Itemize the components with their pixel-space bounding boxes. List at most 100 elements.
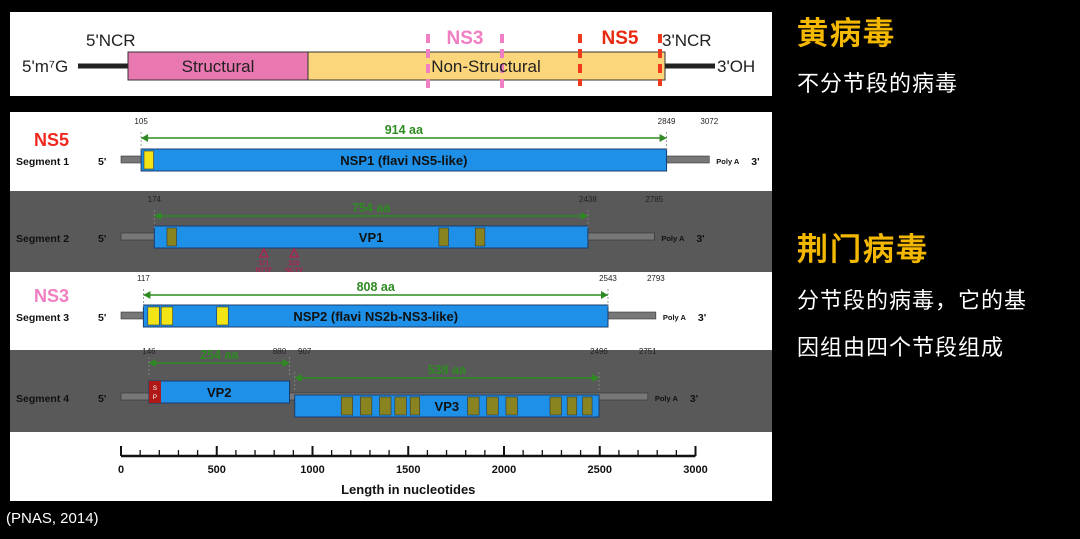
aa-span-head-right bbox=[580, 212, 588, 220]
total-length: 3072 bbox=[700, 117, 718, 126]
non-structural-region bbox=[307, 51, 666, 81]
protein-label: NSP2 (flavi NS2b-NS3-like) bbox=[293, 309, 458, 324]
x-tick-label: 500 bbox=[208, 464, 226, 476]
signal-peptide-s: S bbox=[153, 385, 158, 392]
vp2-aa-span-head-left bbox=[148, 359, 156, 367]
aa-span-head-left bbox=[143, 291, 151, 299]
motif-box bbox=[566, 396, 578, 416]
three-prime-label: 3' bbox=[696, 233, 704, 245]
vp2-end-coordinate: 880 bbox=[273, 347, 287, 356]
motif-box bbox=[160, 306, 174, 326]
x-tick-label: 1500 bbox=[396, 464, 420, 476]
motif-box bbox=[549, 396, 562, 416]
aa-span-label: 914 aa bbox=[385, 123, 424, 137]
glycosylation-site-icon bbox=[289, 247, 300, 258]
jingmen-genome-diagram: Segment 1 5' NSP1 (flavi NS5-like) Poly A 3'… bbox=[10, 112, 772, 501]
start-coordinate: 105 bbox=[134, 117, 148, 126]
motif-box bbox=[438, 227, 449, 247]
three-oh-label: 3'OH bbox=[717, 57, 755, 76]
vp2-label: VP2 bbox=[207, 385, 232, 400]
motif-box bbox=[340, 396, 354, 416]
motif-box bbox=[409, 396, 421, 416]
vp3-start-coordinate: 907 bbox=[298, 347, 312, 356]
x-tick-label: 1000 bbox=[300, 464, 324, 476]
site-position: 225 bbox=[289, 260, 300, 267]
segment-label: Segment 1 bbox=[16, 156, 69, 168]
poly-a-label: Poly A bbox=[655, 394, 679, 403]
start-coordinate: 174 bbox=[148, 195, 162, 204]
jingmen-description-line2: 因组由四个节段组成 bbox=[797, 336, 1005, 361]
structural-label: Structural bbox=[182, 57, 255, 76]
total-length: 2785 bbox=[645, 195, 663, 204]
glycosylation-site-icon bbox=[258, 247, 269, 258]
five-prime-label: 5' bbox=[98, 393, 106, 405]
orf-box bbox=[142, 304, 609, 328]
vp3-aa-span-head-left bbox=[294, 374, 302, 382]
flavivirus-genome-svg: 5'NCR 5'm⁷G Structural Non-Structural NS… bbox=[22, 28, 755, 90]
jingmen-description-line1: 分节段的病毒，它的基 bbox=[797, 289, 1028, 314]
five-prime-label: 5' bbox=[98, 156, 106, 168]
signal-peptide-box bbox=[148, 381, 161, 403]
segment-4-band bbox=[10, 350, 772, 432]
aa-span-head-right bbox=[600, 291, 608, 299]
three-prime-label: 3' bbox=[751, 156, 759, 168]
x-tick-label: 0 bbox=[118, 464, 124, 476]
three-prime-label: 3' bbox=[690, 393, 698, 405]
five-prime-label: 5' bbox=[98, 233, 106, 245]
motif-box bbox=[143, 150, 154, 170]
x-axis-label: Length in nucleotides bbox=[341, 482, 475, 497]
end-coordinate: 2438 bbox=[579, 195, 597, 204]
flavivirus-title: 黄病毒 bbox=[797, 16, 896, 52]
non-structural-label: Non-Structural bbox=[431, 57, 541, 76]
motif-box bbox=[467, 396, 480, 416]
ns5-label: NS5 bbox=[602, 28, 639, 49]
poly-a-label: Poly A bbox=[716, 157, 740, 166]
aa-span-head-left bbox=[141, 134, 149, 142]
poly-a-label: Poly A bbox=[663, 313, 687, 322]
vp3-aa-span-label: 538 aa bbox=[428, 363, 467, 377]
aa-span-head-left bbox=[154, 212, 162, 220]
five-cap-label: 5'm⁷G bbox=[22, 57, 68, 76]
total-length: 2751 bbox=[639, 347, 657, 356]
ns3-label: NS3 bbox=[447, 28, 484, 49]
aa-span-head-right bbox=[659, 134, 667, 142]
start-coordinate: 146 bbox=[142, 347, 156, 356]
motif-box bbox=[360, 396, 373, 416]
site-sequence: NCTV bbox=[285, 267, 303, 274]
aa-span-label: 808 aa bbox=[357, 280, 396, 294]
orf-box bbox=[140, 148, 668, 172]
jingmen-virus-title: 荆门病毒 bbox=[797, 232, 929, 268]
signal-peptide-p: P bbox=[153, 394, 157, 401]
site-sequence: NTTF bbox=[255, 267, 272, 274]
end-coordinate: 2849 bbox=[658, 117, 676, 126]
motif-box bbox=[166, 227, 177, 247]
x-tick-label: 2500 bbox=[588, 464, 612, 476]
three-ncr-label: 3'NCR bbox=[662, 31, 712, 50]
segment-label: Segment 3 bbox=[16, 312, 69, 324]
motif-box bbox=[474, 227, 486, 247]
protein-label: NSP1 (flavi NS5-like) bbox=[340, 153, 467, 168]
citation: (PNAS, 2014) bbox=[6, 510, 99, 527]
motif-box bbox=[394, 396, 407, 416]
segment-label: Segment 4 bbox=[16, 393, 69, 405]
vp3-aa-span-head-right bbox=[591, 374, 599, 382]
five-prime-label: 5' bbox=[98, 312, 106, 324]
vp2-aa-span-label: 254 aa bbox=[200, 348, 239, 362]
total-length: 2793 bbox=[647, 274, 665, 283]
motif-box bbox=[216, 306, 229, 326]
protein-label: VP1 bbox=[359, 230, 384, 245]
motif-box bbox=[505, 396, 518, 416]
flavivirus-description: 不分节段的病毒 bbox=[797, 72, 959, 97]
end-coordinate: 2543 bbox=[599, 274, 617, 283]
vp2-aa-span-head-right bbox=[282, 359, 290, 367]
vp3-label: VP3 bbox=[435, 399, 460, 414]
motif-box bbox=[582, 396, 593, 416]
three-prime-label: 3' bbox=[698, 312, 706, 324]
segment-marker-label: NS5 bbox=[34, 130, 69, 150]
motif-box bbox=[486, 396, 499, 416]
jingmen-genome-svg: Segment 1 5' NSP1 (flavi NS5-like) Poly A 3'… bbox=[10, 114, 772, 497]
segment-label: Segment 2 bbox=[16, 233, 69, 245]
site-position: 171 bbox=[258, 260, 269, 267]
motif-box bbox=[379, 396, 392, 416]
five-ncr-label: 5'NCR bbox=[86, 31, 136, 50]
